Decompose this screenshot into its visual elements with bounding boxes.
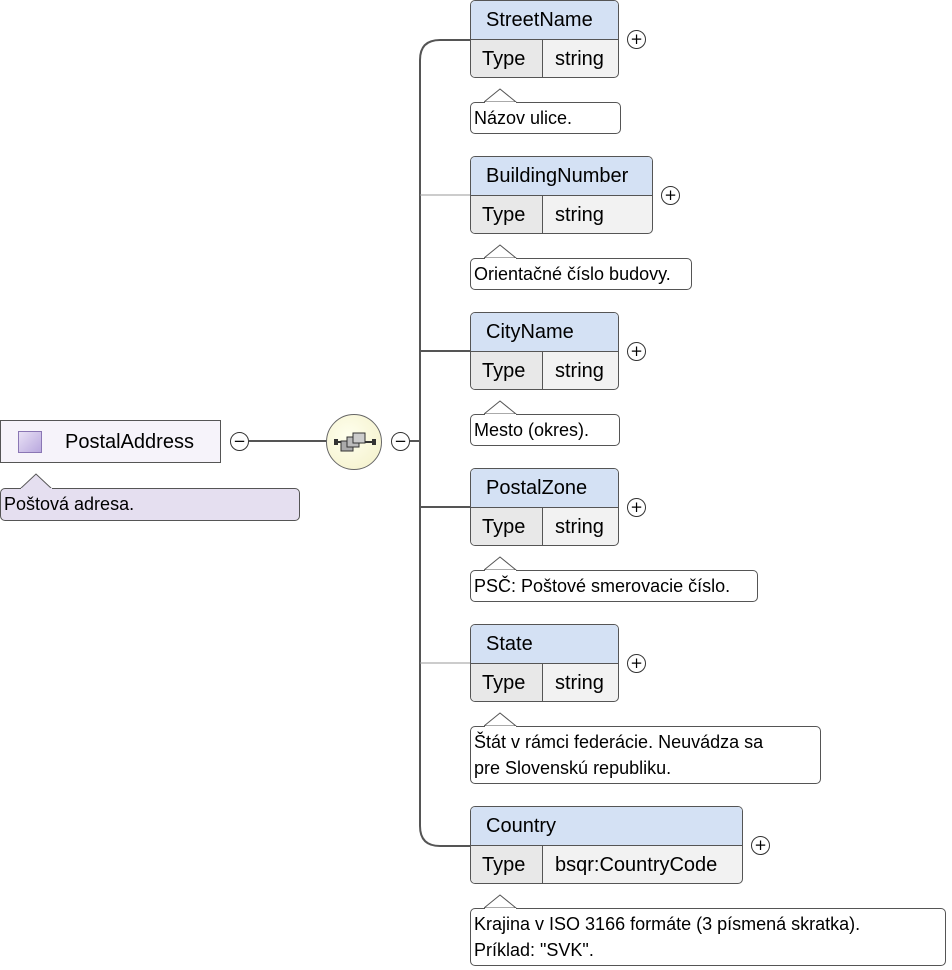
element-annotation: Orientačné číslo budovy.: [470, 258, 692, 290]
type-value: bsqr:CountryCode: [555, 846, 718, 883]
element-box-country[interactable]: Country Type bsqr:CountryCode: [470, 806, 743, 884]
element-box-postalzone[interactable]: PostalZone Type string: [470, 468, 619, 546]
expand-button[interactable]: +: [751, 836, 770, 855]
element-annotation: Názov ulice.: [470, 102, 621, 134]
expand-button[interactable]: +: [627, 498, 646, 517]
element-box-streetname[interactable]: StreetName Type string: [470, 0, 619, 78]
type-value: string: [555, 352, 604, 389]
expand-button[interactable]: +: [627, 30, 646, 49]
complex-type-icon: [18, 431, 42, 453]
root-element-name: PostalAddress: [65, 431, 194, 453]
expand-button[interactable]: +: [627, 654, 646, 673]
sequence-compositor-icon: [334, 432, 376, 452]
element-name: CityName: [471, 313, 618, 352]
root-collapse-button[interactable]: −: [230, 432, 249, 451]
element-name: Country: [471, 807, 742, 846]
element-annotation: Štát v rámci federácie. Neuvádza sa pre …: [470, 726, 821, 784]
type-value: string: [555, 508, 604, 545]
type-label: Type: [471, 508, 543, 545]
expand-button[interactable]: +: [661, 186, 680, 205]
root-element-box[interactable]: PostalAddress: [0, 420, 221, 463]
annotation-pointer: [484, 556, 518, 571]
sequence-compositor[interactable]: [326, 414, 382, 470]
annotation-pointer: [484, 244, 518, 259]
element-name: BuildingNumber: [471, 157, 652, 196]
type-label: Type: [471, 664, 543, 701]
element-box-cityname[interactable]: CityName Type string: [470, 312, 619, 390]
sequence-collapse-button[interactable]: −: [391, 432, 410, 451]
element-annotation: PSČ: Poštové smerovacie číslo.: [470, 570, 758, 602]
element-name: StreetName: [471, 1, 618, 40]
annotation-pointer: [484, 88, 518, 103]
type-value: string: [555, 664, 604, 701]
annotation-pointer: [484, 712, 518, 727]
type-label: Type: [471, 846, 543, 883]
type-value: string: [555, 40, 604, 77]
type-label: Type: [471, 196, 543, 233]
element-name: State: [471, 625, 618, 664]
element-annotation: Krajina v ISO 3166 formáte (3 písmená sk…: [470, 908, 946, 966]
type-value: string: [555, 196, 604, 233]
type-label: Type: [471, 352, 543, 389]
root-annotation: Poštová adresa.: [0, 488, 300, 521]
element-name: PostalZone: [471, 469, 618, 508]
annotation-pointer: [484, 894, 518, 909]
type-label: Type: [471, 40, 543, 77]
element-box-buildingnumber[interactable]: BuildingNumber Type string: [470, 156, 653, 234]
element-annotation: Mesto (okres).: [470, 414, 620, 446]
element-box-state[interactable]: State Type string: [470, 624, 619, 702]
expand-button[interactable]: +: [627, 342, 646, 361]
annotation-pointer: [484, 400, 518, 415]
